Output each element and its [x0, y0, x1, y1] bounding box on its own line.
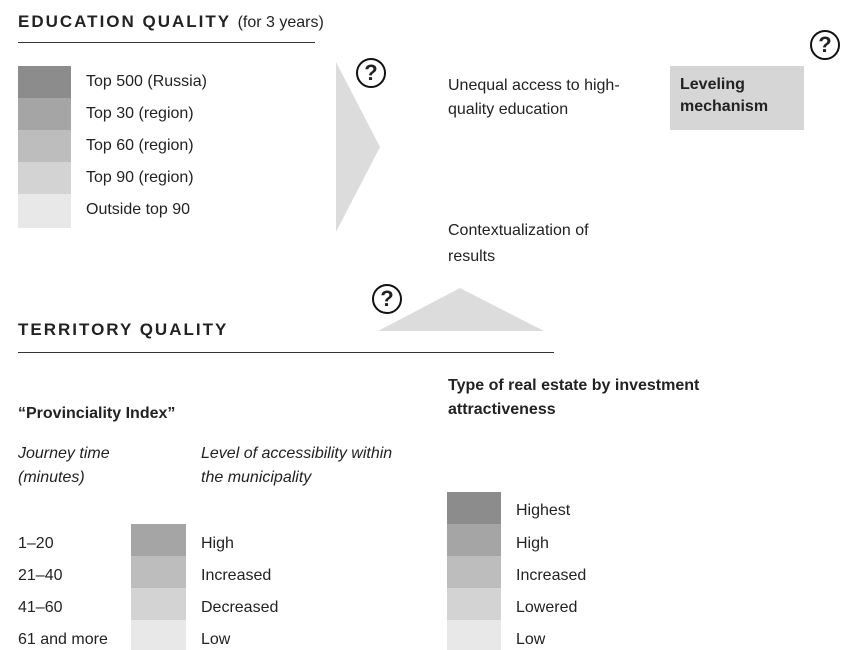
legend-label-top90: Top 90 (region): [86, 169, 194, 186]
real-estate-swatch-highest: [447, 492, 501, 524]
journey-time-2: 21–40: [18, 567, 63, 584]
access-label-low: Low: [201, 631, 231, 648]
territory-heading: TERRITORY QUALITY: [18, 320, 229, 339]
access-label-increased: Increased: [201, 567, 272, 584]
access-label-high: High: [201, 535, 234, 552]
real-estate-label-highest: Highest: [516, 502, 571, 519]
question-mark-icon: ?: [372, 284, 402, 314]
legend-label-top60: Top 60 (region): [86, 137, 194, 154]
legend-swatch-top60: [18, 130, 71, 162]
real-estate-label-lowered: Lowered: [516, 599, 578, 616]
journey-time-1: 1–20: [18, 535, 54, 552]
access-swatch-decreased: [131, 588, 186, 620]
legend-swatch-top30: [18, 98, 71, 130]
legend-label-outside90: Outside top 90: [86, 201, 191, 218]
legend-swatch-top500: [18, 66, 71, 98]
question-mark-icon: ?: [810, 30, 840, 60]
unequal-access-text: Unequal access to high-quality education: [448, 77, 620, 118]
journey-time-header: Journey time (minutes): [18, 445, 110, 486]
access-swatch-increased: [131, 556, 186, 588]
education-heading: EDUCATION QUALITY (for 3 years): [18, 12, 324, 32]
legend-swatch-top90: [18, 162, 71, 194]
leveling-mechanism-box: Leveling mechanism: [670, 66, 804, 130]
journey-time-3: 41–60: [18, 599, 63, 616]
real-estate-title: Type of real estate by investment attrac…: [448, 377, 700, 418]
access-swatch-low: [131, 620, 186, 650]
territory-heading-rule: [18, 352, 554, 353]
legend-label-top500: Top 500 (Russia): [86, 73, 207, 90]
journey-time-4: 61 and more: [18, 631, 108, 648]
education-heading-text: EDUCATION QUALITY: [18, 12, 231, 31]
real-estate-swatch-lowered: [447, 588, 501, 620]
real-estate-label-high: High: [516, 535, 549, 552]
question-mark-icon: ?: [356, 58, 386, 88]
access-label-decreased: Decreased: [201, 599, 279, 616]
real-estate-label-increased: Increased: [516, 567, 587, 584]
access-swatch-high: [131, 524, 186, 556]
real-estate-swatch-high: [447, 524, 501, 556]
real-estate-label-low: Low: [516, 631, 546, 648]
legend-label-top30: Top 30 (region): [86, 105, 194, 122]
education-heading-rule: [18, 42, 315, 43]
up-arrow-shape: [378, 288, 544, 331]
contextualization-text: Contextualization of results: [448, 222, 589, 265]
real-estate-swatch-low: [447, 620, 501, 650]
accessibility-header: Level of accessibility within the munici…: [201, 445, 393, 486]
provinciality-title: “Provinciality Index”: [18, 405, 176, 422]
legend-swatch-outside90: [18, 194, 71, 228]
real-estate-swatch-increased: [447, 556, 501, 588]
right-arrow-shape: [336, 62, 380, 232]
education-heading-sub: (for 3 years): [237, 14, 324, 31]
